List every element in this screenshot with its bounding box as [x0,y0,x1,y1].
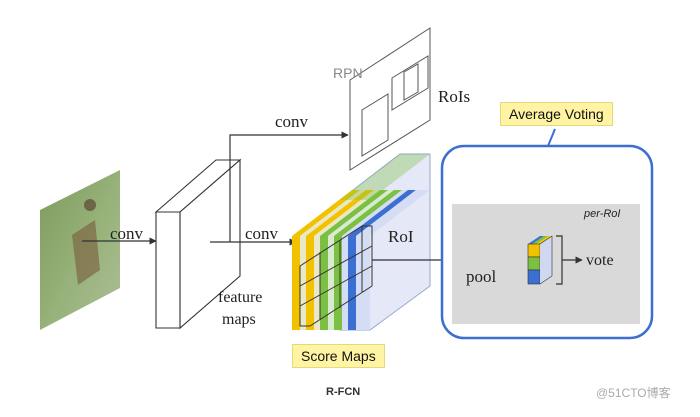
average-voting-callout: Average Voting [500,102,613,126]
caption-label: R-FCN [326,386,360,398]
per-roi-label: per-RoI [583,208,620,220]
conv-label-left: conv [110,224,144,243]
roi-label: RoI [388,227,414,246]
conv-arrow-to-rpn [229,131,349,242]
rpn-label: RPN [333,65,363,81]
score-maps-callout: Score Maps [292,344,385,368]
input-image [40,170,120,330]
feature-maps-volume [154,158,242,330]
pooled-grid [527,235,553,285]
pool-label: pool [466,267,497,286]
feature-label-line1: feature [218,289,262,306]
rpn-plane [349,27,431,171]
rois-label: RoIs [438,87,470,106]
feature-label-line2: maps [222,311,256,328]
conv-label-top: conv [275,112,309,131]
score-maps-stack [292,153,431,331]
vote-label: vote [586,252,614,269]
watermark-label: @51CTO博客 [596,385,671,400]
callout-pointer [547,128,556,147]
conv-label-mid: conv [245,224,279,243]
